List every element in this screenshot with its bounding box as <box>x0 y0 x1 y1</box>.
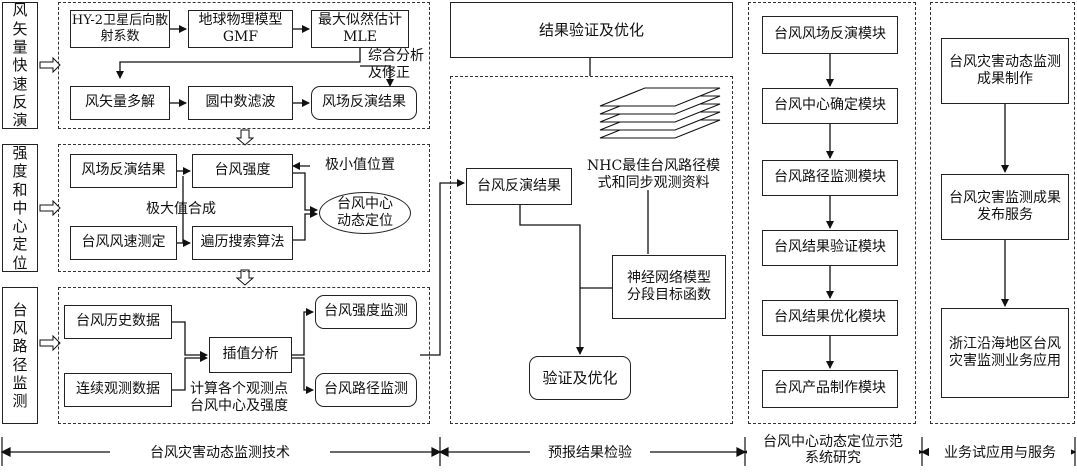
group-intensity-center <box>58 144 430 272</box>
group-track-monitoring <box>58 287 430 424</box>
analysis-correction-label: 综合分析 及修正 <box>368 48 424 81</box>
history-data-box: 台风历史数据 <box>64 305 172 339</box>
verification-header-box: 结果验证及优化 <box>450 2 733 58</box>
traverse-search-box: 遍历搜索算法 <box>192 226 293 260</box>
group-verification <box>450 76 733 424</box>
gmf-model-box: 地球物理模型GMF <box>188 10 293 48</box>
module-center-detect: 台风中心确定模块 <box>762 88 898 124</box>
calc-observation-label: 计算各个观测点 台风中心及强度 <box>190 381 288 414</box>
module-result-verify: 台风结果验证模块 <box>762 230 898 266</box>
track-monitor-box: 台风路径监测 <box>315 373 417 407</box>
app-publish-service: 台风灾害监测成果发布服务 <box>941 174 1069 240</box>
label-track-monitoring: 台风路径监测 <box>2 287 38 424</box>
group-system-modules <box>748 2 916 424</box>
median-filter-box: 圆中数滤波 <box>188 86 293 120</box>
section-label-application: 业务试应用与服务 <box>929 442 1071 462</box>
typhoon-intensity-box: 台风强度 <box>192 154 293 188</box>
intensity-monitor-box: 台风强度监测 <box>315 295 417 329</box>
interpolation-box: 插值分析 <box>209 337 292 373</box>
center-positioning-ellipse: 台风中心 动态定位 <box>319 192 411 234</box>
nhc-data-label: NHC最佳台风路径模 式和同步观测资料 <box>587 158 721 191</box>
inversion-result-box: 台风反演结果 <box>466 168 572 205</box>
wind-field-result-box: 风场反演结果 <box>311 86 417 120</box>
app-result-production: 台风灾害动态监测成果制作 <box>941 38 1069 104</box>
label-wind-inversion: 风矢量快速反演 <box>2 1 38 129</box>
wind-speed-box: 台风风速测定 <box>70 226 177 260</box>
validate-optimize-box: 验证及优化 <box>529 356 631 400</box>
module-product-make: 台风产品制作模块 <box>762 370 898 408</box>
wind-ambiguity-box: 风矢量多解 <box>70 86 170 120</box>
module-track-monitor: 台风路径监测模块 <box>762 160 898 196</box>
section-label-monitoring-tech: 台风灾害动态监测技术 <box>110 442 330 462</box>
max-synthesis-label: 极大值合成 <box>146 201 216 217</box>
section-label-demo-system: 台风中心动态定位示范 系统研究 <box>747 434 919 467</box>
module-result-optimize: 台风结果优化模块 <box>762 300 898 336</box>
module-wind-field: 台风风场反演模块 <box>762 16 898 54</box>
continuous-data-box: 连续观测数据 <box>64 373 172 407</box>
group-wind-inversion <box>58 2 430 129</box>
group-applications <box>930 2 1075 424</box>
hy2-backscatter-box: HY-2卫星后向散射系数 <box>70 10 170 48</box>
app-zhejiang-business: 浙江沿海地区台风灾害监测业务应用 <box>941 308 1069 398</box>
mle-box: 最大似然估计MLE <box>311 10 409 48</box>
section-label-forecast-check: 预报结果检验 <box>530 442 650 462</box>
neural-network-box: 神经网络模型 分段目标函数 <box>612 255 726 319</box>
min-value-label: 极小值位置 <box>325 157 395 173</box>
label-intensity-center: 强度和中心定位 <box>2 144 38 272</box>
wind-field-input-box: 风场反演结果 <box>70 154 177 188</box>
